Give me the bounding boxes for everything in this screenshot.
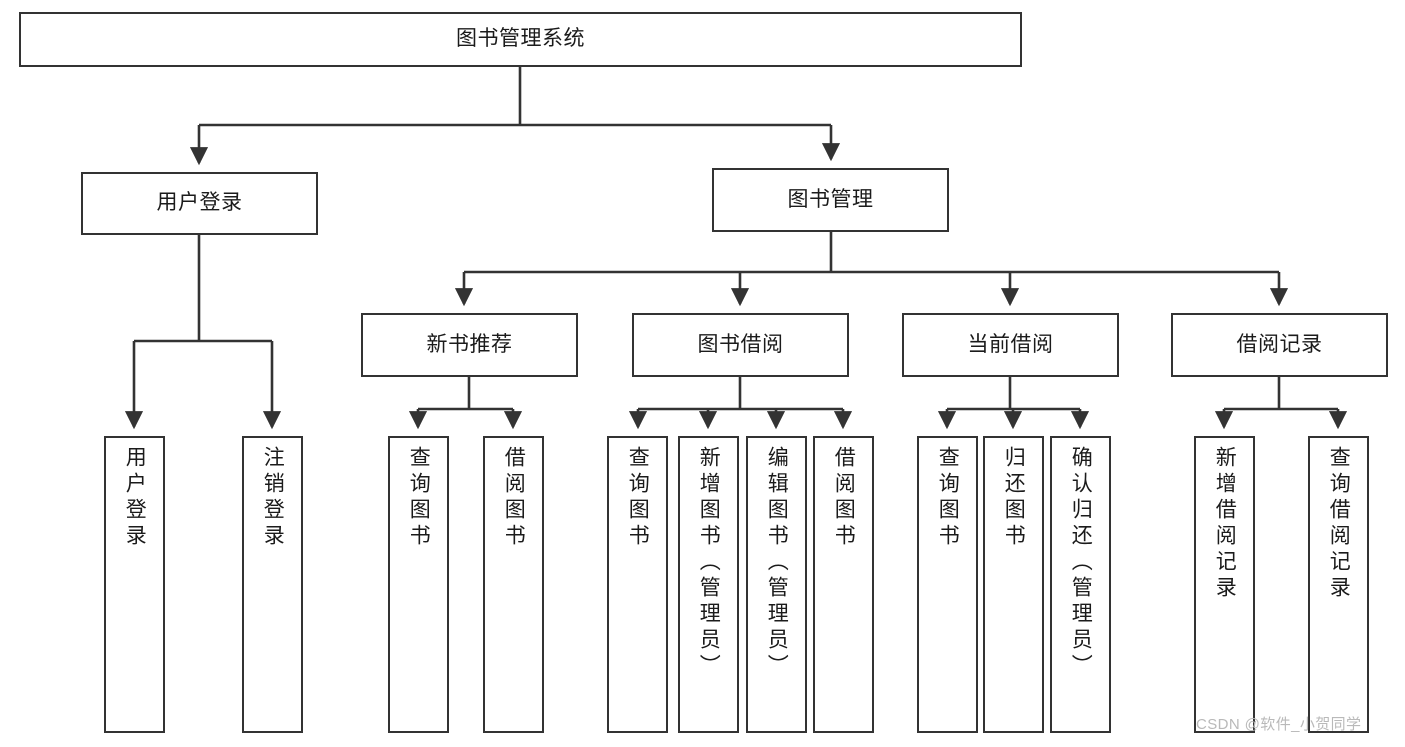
- leaf-query-borrow-record[interactable]: 查询借阅记录: [1308, 436, 1369, 733]
- node-label: 新增借阅记录: [1213, 446, 1237, 602]
- leaf-add-book-admin[interactable]: 新增图书（管理员）: [678, 436, 739, 733]
- node-user-login[interactable]: 用户登录: [81, 172, 318, 235]
- leaf-borrow-book[interactable]: 借阅图书: [813, 436, 874, 733]
- leaf-query-book-borrow[interactable]: 查询图书: [607, 436, 668, 733]
- node-label: 编辑图书（管理员）: [765, 446, 789, 680]
- leaf-add-borrow-record[interactable]: 新增借阅记录: [1194, 436, 1255, 733]
- node-label: 借阅记录: [1236, 332, 1323, 356]
- node-book-borrow[interactable]: 图书借阅: [632, 313, 849, 377]
- leaf-borrow-book-recommend[interactable]: 借阅图书: [483, 436, 544, 733]
- node-label: 新增图书（管理员）: [697, 446, 721, 680]
- node-label: 查询图书: [626, 446, 650, 550]
- node-label: 借阅图书: [832, 446, 856, 550]
- leaf-return-book[interactable]: 归还图书: [983, 436, 1044, 733]
- node-new-book-recommend[interactable]: 新书推荐: [361, 313, 578, 377]
- node-label: 当前借阅: [967, 332, 1054, 356]
- leaf-query-book-recommend[interactable]: 查询图书: [388, 436, 449, 733]
- node-label: 图书借阅: [697, 332, 784, 356]
- node-label: 查询借阅记录: [1327, 446, 1351, 602]
- node-label: 确认归还（管理员）: [1069, 446, 1093, 680]
- node-label: 图书管理系统: [456, 27, 585, 51]
- node-book-management[interactable]: 图书管理: [712, 168, 949, 232]
- leaf-edit-book-admin[interactable]: 编辑图书（管理员）: [746, 436, 807, 733]
- node-label: 借阅图书: [502, 446, 526, 550]
- leaf-confirm-return-admin[interactable]: 确认归还（管理员）: [1050, 436, 1111, 733]
- node-borrow-record[interactable]: 借阅记录: [1171, 313, 1388, 377]
- node-label: 归还图书: [1002, 446, 1026, 550]
- leaf-logout[interactable]: 注销登录: [242, 436, 303, 733]
- node-current-borrow[interactable]: 当前借阅: [902, 313, 1119, 377]
- node-label: 用户登录: [156, 191, 243, 215]
- leaf-query-book-current[interactable]: 查询图书: [917, 436, 978, 733]
- node-label: 查询图书: [407, 446, 431, 550]
- node-label: 新书推荐: [426, 332, 513, 356]
- node-root-book-management-system[interactable]: 图书管理系统: [19, 12, 1022, 67]
- leaf-user-login[interactable]: 用户登录: [104, 436, 165, 733]
- node-label: 注销登录: [261, 446, 285, 550]
- node-label: 图书管理: [787, 187, 874, 211]
- node-label: 用户登录: [123, 446, 147, 550]
- node-label: 查询图书: [936, 446, 960, 550]
